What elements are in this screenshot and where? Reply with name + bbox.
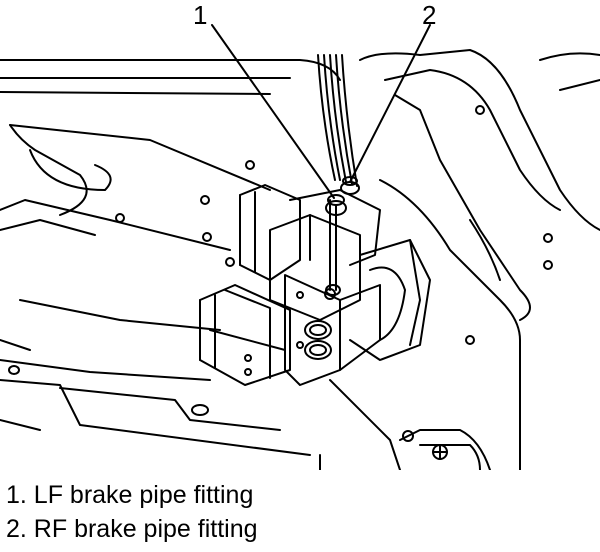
pump-motor xyxy=(349,239,431,361)
pipe-fittings xyxy=(325,176,360,296)
lower-bracket-right xyxy=(329,379,491,471)
frame-rail-upper xyxy=(0,59,341,251)
legend: 1. LF brake pipe fitting 2. RF brake pip… xyxy=(6,478,258,546)
legend-item-lf-brake-pipe: 1. LF brake pipe fitting xyxy=(6,481,254,509)
frame-holes xyxy=(115,160,255,242)
modulator-housing xyxy=(199,184,301,386)
body-panel-right xyxy=(359,49,600,471)
legend-item-rf-brake-pipe: 2. RF brake pipe fitting xyxy=(6,515,258,543)
callout-number-2: 2 xyxy=(422,0,437,30)
brake-pipes xyxy=(317,54,358,291)
frame-rail-lower xyxy=(0,299,321,471)
callout-number-1: 1 xyxy=(193,0,208,30)
hydraulic-valve-body xyxy=(269,189,381,386)
leader-lines xyxy=(211,24,431,199)
brake-module-illustration xyxy=(0,24,600,471)
